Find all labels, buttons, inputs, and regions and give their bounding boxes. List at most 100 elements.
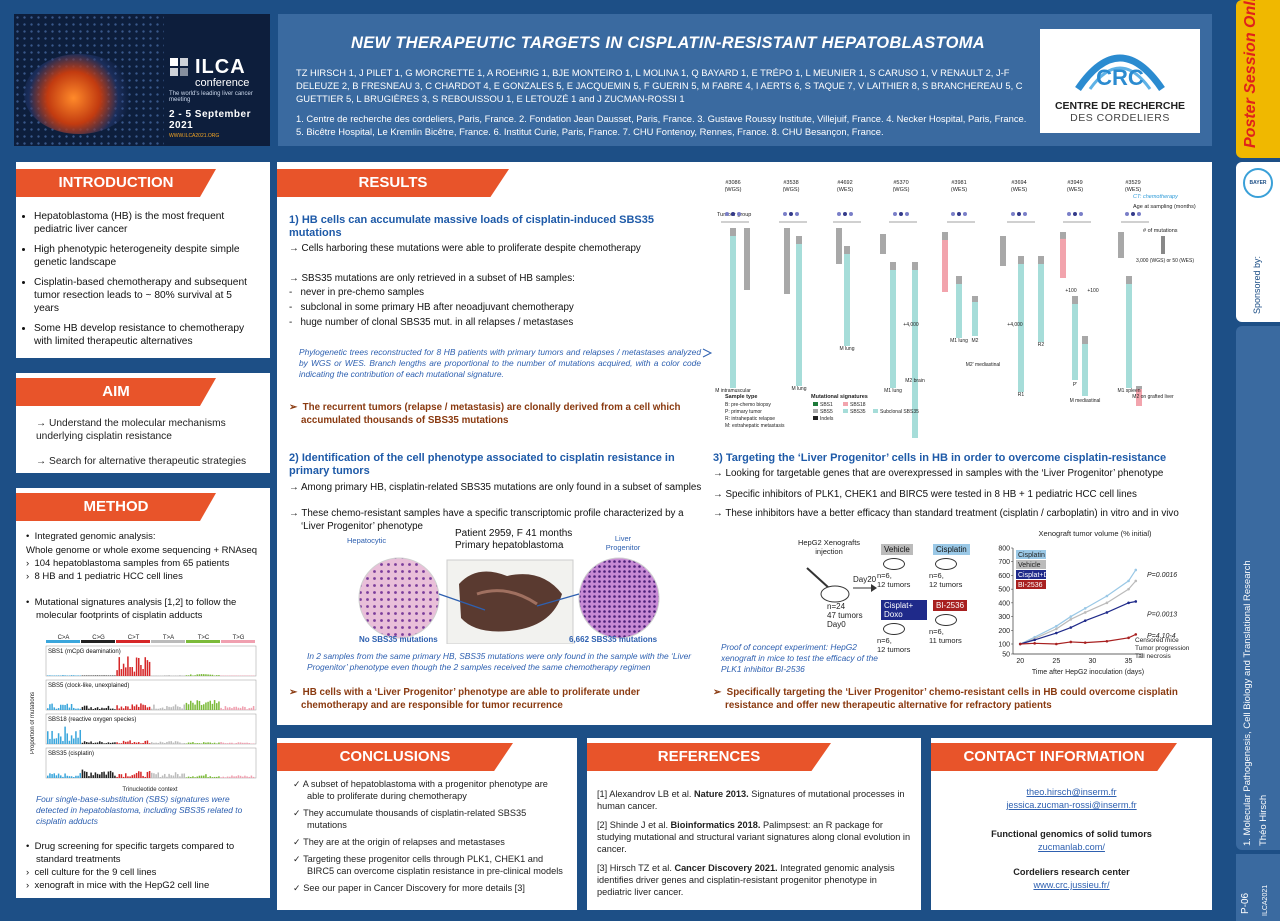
sig-legend-swatch — [813, 409, 818, 413]
sig-bar — [81, 742, 84, 744]
contact-panel: CONTACT INFORMATION theo.hirsch@inserm.f… — [931, 738, 1212, 910]
tumor-group-dot — [893, 212, 897, 216]
sig-bar — [60, 775, 62, 778]
sig-bar — [64, 675, 66, 676]
sig-bar — [153, 704, 155, 710]
sig-bar — [112, 675, 114, 676]
section1-sub-text: never in pre-chemo samples — [300, 287, 425, 298]
hepatocytic-count: No SBS35 mutations — [359, 635, 438, 644]
email-link[interactable]: jessica.zucman-rossi@inserm.fr — [1006, 800, 1137, 810]
sig-bar — [246, 709, 248, 710]
sig-bar — [198, 775, 201, 778]
sig-bar — [198, 674, 201, 676]
sig-bar — [51, 675, 53, 676]
series-line — [1019, 569, 1137, 645]
sig-bar — [153, 773, 155, 778]
tree-tip-label: R2 — [1038, 342, 1045, 348]
sig-legend-swatch — [843, 402, 848, 406]
mouse-icon — [935, 614, 957, 626]
patient-assay: (WES) — [837, 187, 853, 193]
x-tick-label: 35 — [1125, 658, 1133, 665]
sig-bar — [86, 675, 88, 676]
section2-conclusion-text: HB cells with a ‘Liver Progenitor’ pheno… — [301, 687, 640, 711]
tumor-group-dot — [1017, 212, 1021, 216]
data-point — [1127, 636, 1130, 640]
sig-bar — [86, 742, 88, 744]
sig-bar — [248, 708, 251, 710]
sig-bar — [239, 775, 242, 778]
sig-bar — [198, 700, 201, 710]
sig-bar — [172, 706, 175, 710]
tree-branch-bar — [744, 228, 750, 290]
list-item: ✓ A subset of hepatoblastoma with a prog… — [293, 779, 548, 801]
sig-bar — [205, 674, 207, 676]
method-b1-item: › 8 HB and 1 pediatric HCC cell lines — [26, 571, 183, 582]
conclusions-title: CONCLUSIONS — [277, 743, 513, 771]
sig-bar — [159, 777, 162, 778]
list-item: Some HB develop resistance to chemothera… — [34, 322, 258, 348]
tree-mut-label: # of mutations — [1143, 228, 1178, 234]
sig-bar — [90, 772, 92, 778]
y-tick-label: 100 — [998, 642, 1010, 649]
method-b1-text: Integrated genomic analysis: — [34, 531, 156, 542]
sig-bar — [118, 657, 121, 676]
sig-bar — [103, 675, 105, 676]
sig-bar — [101, 675, 103, 676]
tumor-group-dot — [1131, 212, 1135, 216]
sig-bar — [64, 773, 66, 778]
reference-item: [2] Shinde J et al. Bioinformatics 2018.… — [597, 819, 913, 855]
sig-bar — [57, 708, 60, 710]
sig-bar — [109, 708, 112, 710]
section3-conclusion: ➢ Specifically targeting the ‘Liver Prog… — [713, 687, 1178, 711]
sig-bar — [233, 675, 235, 676]
arrow-right-icon — [871, 584, 877, 592]
method-caption: Four single-base-substitution (SBS) sign… — [36, 794, 243, 826]
sig-bar — [133, 774, 136, 778]
sig-bar — [96, 675, 99, 676]
tumor-group-dot — [849, 212, 853, 216]
lab-link[interactable]: zucmanlab.com/ — [1038, 842, 1105, 852]
sig-bar — [90, 741, 92, 744]
center-link[interactable]: www.crc.jussieu.fr/ — [1033, 880, 1110, 890]
sig-bar — [148, 661, 151, 676]
sig-bar — [94, 675, 97, 676]
sig-bar — [187, 704, 190, 710]
reference-title: Palimpsest: an R package for studying mu… — [597, 820, 911, 854]
xeno-group-n: n=6, — [929, 627, 944, 636]
sig-bar — [216, 743, 218, 744]
tumor-group-dot — [1067, 212, 1071, 216]
poster-session-text: Poster Session Online — [1242, 0, 1259, 148]
sig-bar — [216, 776, 218, 778]
sig-bar — [224, 675, 227, 676]
email-link[interactable]: theo.hirsch@inserm.fr — [1026, 787, 1117, 797]
list-item: → Search for alternative therapeutic str… — [36, 456, 247, 467]
sig-bar — [252, 675, 255, 676]
sig-bar — [183, 675, 186, 676]
tree-tip-label: M2 on grafted liver — [1132, 394, 1174, 400]
aim-list: → Understand the molecular mechanisms un… — [36, 417, 264, 480]
series-line — [1020, 580, 1137, 645]
tree-branch-bar — [1082, 336, 1088, 344]
sig-bar — [237, 707, 240, 710]
sig-bar — [203, 704, 205, 710]
reference-title: Signatures of mutational processes in hu… — [597, 789, 905, 811]
sig-bar — [133, 671, 136, 676]
sig-bar — [205, 742, 207, 744]
sig-bar — [109, 742, 112, 744]
sig-bar — [166, 706, 168, 710]
section1-conclusion: ➢ The recurrent tumors (relapse / metast… — [289, 402, 681, 426]
tree-tip-label: M intramuscular — [715, 388, 751, 394]
sig-bar — [92, 775, 95, 778]
sig-bar — [250, 707, 253, 710]
sponsored-by: Sponsored by: — [1252, 255, 1262, 314]
sig-bar — [79, 773, 82, 778]
tree-branch-bar — [784, 228, 790, 236]
sig-bar — [88, 675, 90, 676]
conference-banner: ILCA conference The world's leading live… — [14, 14, 270, 146]
tree-tip-label: M1 lung — [884, 388, 902, 394]
lab-name: Functional genomics of solid tumors — [991, 829, 1152, 839]
sig-bar — [83, 771, 86, 778]
sig-bar — [66, 733, 69, 744]
